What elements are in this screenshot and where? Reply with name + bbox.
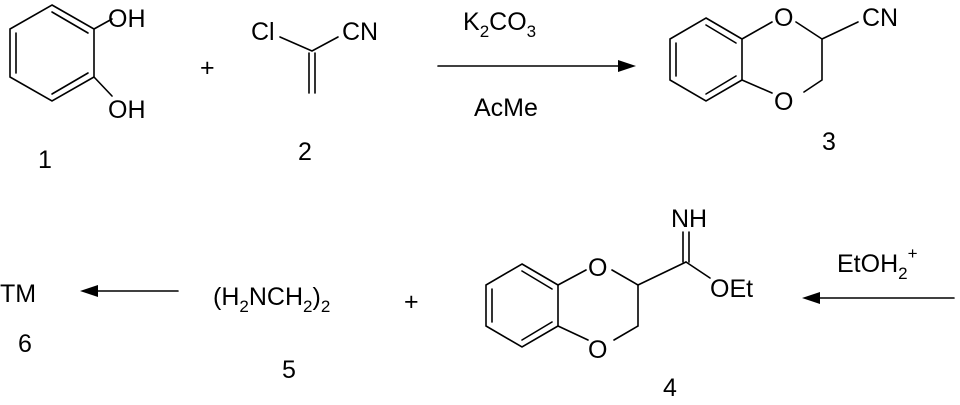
aromatic-inner-bonds [15,11,89,95]
c-o-bond [685,261,711,279]
compound-number-4: 4 [663,374,677,402]
oh-label-top: OH [108,5,146,33]
compound-number-1: 1 [38,146,52,174]
cl-c-cn-bonds [279,36,339,52]
aromatic-inner-bonds [675,24,737,95]
compound-number-5: 5 [282,356,296,384]
oh-label-bottom: OH [108,96,146,124]
ethylenediamine-formula: (H2NCH2)2 [213,283,330,316]
compound-4-structure: O O NH OEt [485,205,753,364]
dioxane-ring-bonds [741,21,823,94]
compound-number-2: 2 [298,138,312,166]
cl-label: Cl [251,18,275,46]
cn-label: CN [862,4,898,32]
oh-bonds [93,18,113,97]
reagent-k2co3: K2CO3 [463,8,536,41]
plus-sign-2: + [404,288,419,316]
reagent-etoh2-plus: EtOH2+ [837,244,918,283]
cn-bond [821,21,859,40]
c-c-bond [637,261,687,286]
plus-sign-1: + [200,54,215,82]
o-label-bottom: O [774,88,793,116]
c-n-double-bond [682,231,690,263]
compound-number-3: 3 [822,128,836,156]
aromatic-inner-bonds [491,270,553,341]
reaction-arrow-2 [802,292,955,304]
compound-3-structure: O O CN [669,4,898,116]
reaction-arrow-1 [437,60,636,72]
compound-1-structure: OH OH [9,4,146,124]
compound-2-structure: Cl CN [251,18,378,94]
solvent-acme: AcMe [474,94,538,122]
o-label-bottom: O [588,336,607,364]
benzo-ring [485,263,559,348]
target-molecule-label: TM [0,280,36,308]
compound-number-6: 6 [18,330,32,358]
nh-label: NH [671,205,707,233]
cn-label: CN [342,18,378,46]
benzene-ring [9,4,95,102]
o-label-top: O [588,254,607,282]
dioxane-ring-bonds [557,269,639,341]
reaction-arrow-3 [80,285,179,297]
double-bond-ch2 [308,52,316,94]
o-label-top: O [774,4,793,32]
benzo-ring [669,17,743,102]
oet-label: OEt [710,275,753,303]
